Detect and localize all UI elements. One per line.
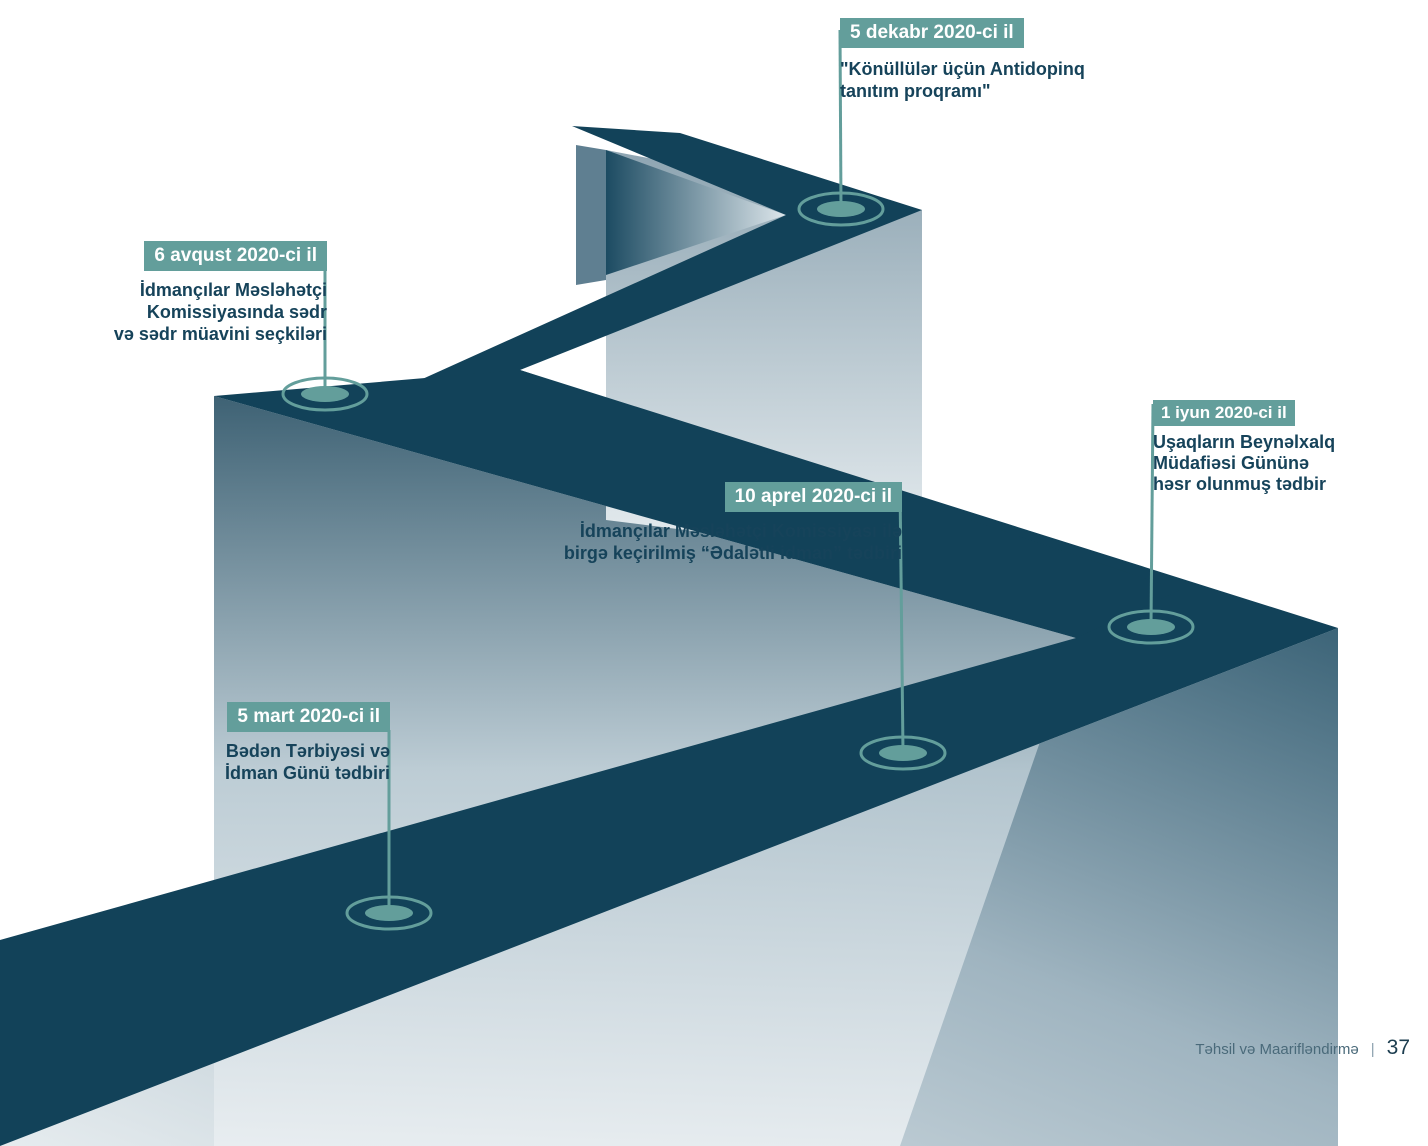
milestone-desc-line: Komissiyasında sədr [146,302,327,322]
milestone-desc-line: Bədən Tərbiyəsi və [225,741,390,761]
milestone-desc-line: "Könüllülər üçün Antidopinq [840,59,1085,79]
milestone-1-iyun: 1 iyun 2020-ci il Uşaqların Beynəlxalq M… [1153,400,1335,495]
milestone-5-dekabr: 5 dekabr 2020-ci il "Könüllülər üçün Ant… [840,18,1085,102]
upper-wall-top [606,150,786,275]
milestone-desc-line: və sədr müavini seçkiləri [113,324,327,344]
footer-separator: | [1370,1041,1375,1058]
milestone-5-mart: 5 mart 2020-ci il Bədən Tərbiyəsi və İdm… [225,702,390,784]
milestone-date: 5 mart 2020-ci il [227,702,390,732]
road-path [0,126,1338,1146]
page-footer: Təhsil və Maarifləndirmə | 37 [1195,1036,1410,1060]
milestone-date: 5 dekabr 2020-ci il [840,18,1024,48]
milestone-marker [797,191,885,227]
connector-lines [323,29,1155,912]
milestone-marker [1107,609,1195,645]
page-number: 37 [1386,1036,1410,1059]
arrow-post [576,145,606,285]
connector-line [838,29,843,209]
milestone-markers [281,191,1195,931]
milestone-desc-line: birgə keçirilmiş “Ədalətli idman” tədbir… [563,543,902,563]
milestone-desc-line: Uşaqların Beynəlxalq [1153,432,1336,452]
milestone-date: 1 iyun 2020-ci il [1153,400,1295,426]
milestone-desc-line: Müdafiəsi Gününə [1153,453,1310,473]
milestone-desc-line: tanıtım proqramı" [840,81,991,101]
milestone-desc-line: İdmançılar Məsləhətçi Komissiyası ilə [579,521,902,541]
connector-line [898,483,905,753]
milestone-desc-line: İdman Günü tədbiri [225,763,390,783]
milestone-marker [281,376,369,412]
road-path-lower-leg [214,370,1180,638]
milestone-desc-line: İdmançılar Məsləhətçi [139,280,327,300]
milestone-marker [859,735,947,771]
milestone-10-aprel: 10 aprel 2020-ci il İdmançılar Məsləhətç… [564,482,902,564]
milestone-desc-line: həsr olunmuş tədbir [1153,474,1327,494]
milestone-date: 10 aprel 2020-ci il [724,482,902,512]
milestone-6-avqust: 6 avqust 2020-ci il İdmançılar Məsləhətç… [114,241,327,345]
section-title: Təhsil və Maarifləndirmə [1195,1041,1359,1058]
connector-line [1149,403,1155,627]
milestone-date: 6 avqust 2020-ci il [144,241,327,271]
milestone-marker [345,895,433,931]
